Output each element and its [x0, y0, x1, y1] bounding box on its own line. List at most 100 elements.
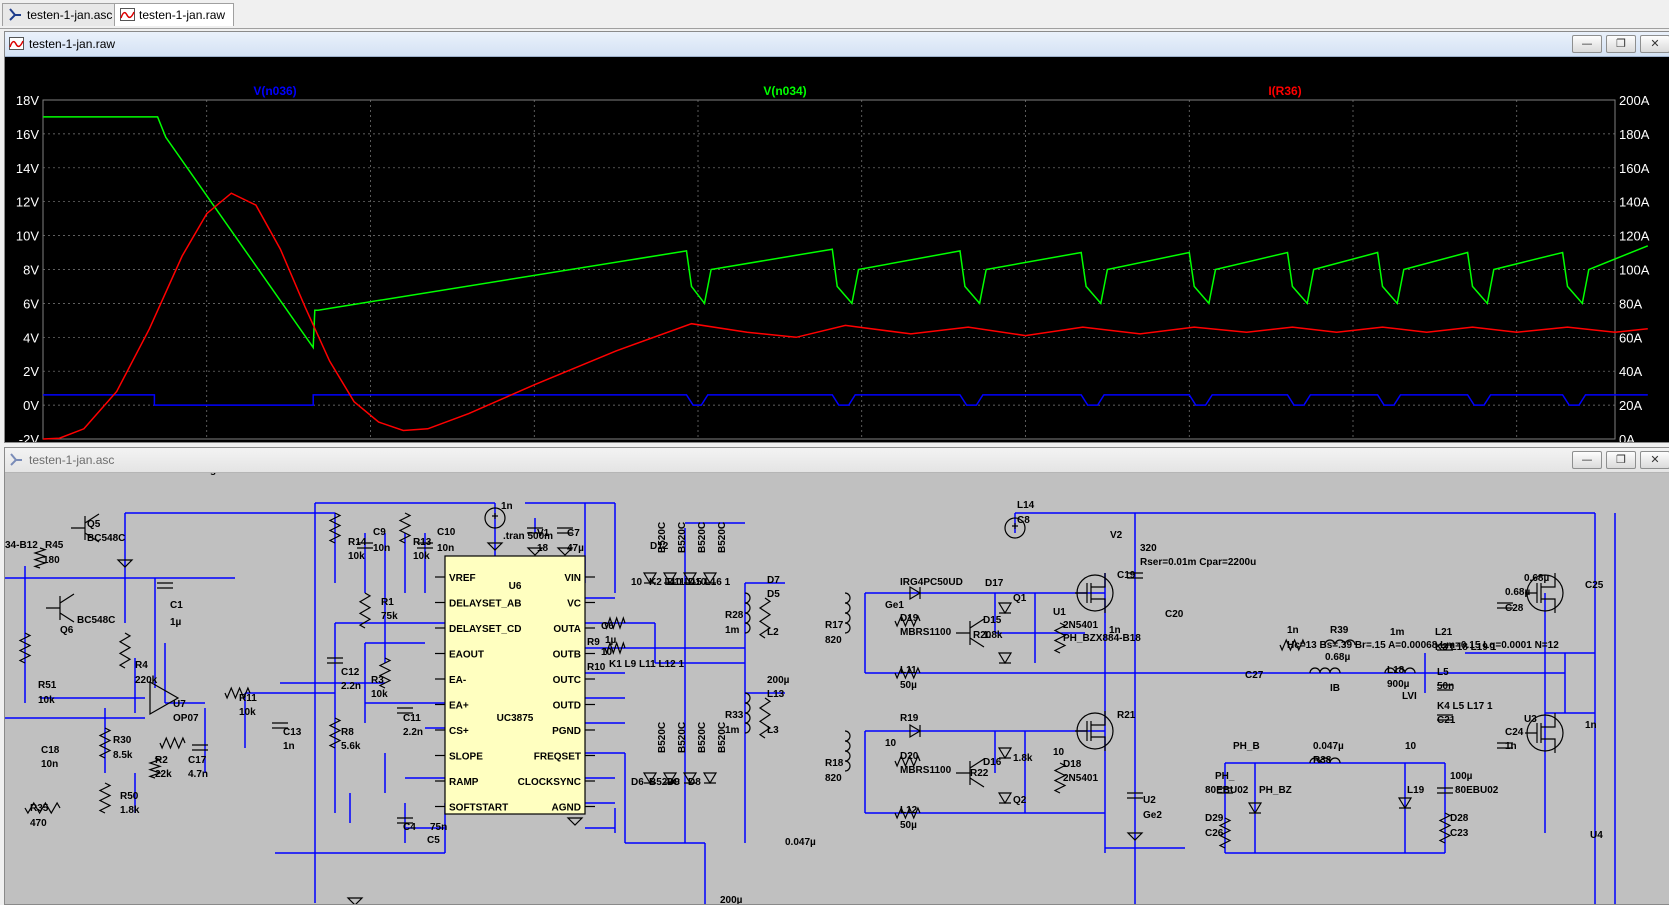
igbt-gate	[1525, 573, 1556, 613]
close-button[interactable]: ✕	[1640, 35, 1669, 53]
minimize-button[interactable]: —	[1572, 451, 1602, 469]
resistor[interactable]	[1053, 622, 1067, 654]
diode[interactable]	[662, 772, 678, 785]
trace-v-n034-[interactable]	[43, 116, 1649, 350]
resistor[interactable]	[378, 657, 392, 689]
resistor[interactable]	[24, 801, 61, 815]
capacitor[interactable]	[397, 817, 413, 824]
trace-label-v-n034-[interactable]: V(n034)	[763, 84, 806, 98]
trace-i-r36-[interactable]	[42, 192, 1648, 440]
minimize-button[interactable]: —	[1572, 35, 1602, 53]
inductor[interactable]	[844, 730, 851, 772]
diode[interactable]	[997, 602, 1013, 615]
diode[interactable]	[1247, 802, 1263, 815]
close-button[interactable]: ✕	[1640, 451, 1669, 469]
resistor[interactable]	[148, 757, 162, 779]
resistor[interactable]	[604, 641, 626, 655]
resistor[interactable]	[33, 547, 47, 569]
diode[interactable]	[909, 723, 922, 739]
resistor[interactable]	[224, 686, 251, 700]
tab-waveform[interactable]: testen-1-jan.raw	[114, 3, 235, 26]
capacitor[interactable]	[192, 744, 208, 751]
capacitor[interactable]	[1127, 572, 1143, 579]
opamp[interactable]	[149, 680, 180, 716]
inductor[interactable]	[744, 692, 751, 734]
inductor[interactable]	[1324, 639, 1356, 646]
diode[interactable]	[642, 572, 658, 585]
diode[interactable]	[662, 572, 678, 585]
capacitor[interactable]	[1127, 792, 1143, 799]
waveform-titlebar[interactable]: testen-1-jan.raw — ❐ ✕	[5, 32, 1669, 57]
diode[interactable]	[997, 652, 1013, 665]
resistor[interactable]	[328, 717, 342, 749]
capacitor[interactable]	[1437, 714, 1453, 721]
resistor[interactable]	[1053, 762, 1067, 794]
diode[interactable]	[909, 585, 922, 601]
diode[interactable]	[702, 772, 718, 785]
voltage-source[interactable]	[484, 507, 506, 529]
inductor[interactable]	[844, 592, 851, 634]
resistor[interactable]	[98, 782, 112, 814]
resistor[interactable]	[98, 727, 112, 759]
capacitor[interactable]	[397, 707, 413, 714]
capacitor[interactable]	[1497, 742, 1513, 749]
capacitor[interactable]	[417, 542, 433, 549]
diode[interactable]	[682, 772, 698, 785]
resistor[interactable]	[358, 592, 372, 629]
capacitor[interactable]	[1437, 684, 1453, 691]
diode[interactable]	[682, 572, 698, 585]
inductor[interactable]	[1309, 667, 1341, 674]
resistor[interactable]	[758, 697, 772, 739]
inductor[interactable]	[1384, 667, 1416, 674]
resistor[interactable]	[1218, 817, 1232, 849]
resistor[interactable]	[1438, 812, 1452, 844]
restore-button[interactable]: ❐	[1606, 35, 1636, 53]
resistor[interactable]	[894, 806, 921, 820]
resistor[interactable]	[894, 614, 921, 628]
trace-v-n036-[interactable]	[43, 394, 1648, 406]
capacitor[interactable]	[327, 657, 343, 664]
resistor[interactable]	[118, 632, 132, 669]
capacitor[interactable]	[527, 527, 543, 534]
diode[interactable]	[1397, 797, 1413, 810]
voltage-source[interactable]	[1004, 517, 1026, 539]
transistor[interactable]	[46, 593, 75, 623]
diode[interactable]	[642, 772, 658, 785]
schematic-titlebar[interactable]: testen-1-jan.asc — ❐ ✕	[5, 448, 1669, 473]
trace-label-i-r36-[interactable]: I(R36)	[1268, 84, 1301, 98]
diode[interactable]	[997, 747, 1013, 760]
resistor[interactable]	[398, 512, 412, 544]
resistor[interactable]	[18, 632, 32, 664]
capacitor[interactable]	[1437, 644, 1453, 651]
transistor[interactable]	[956, 618, 985, 648]
inductor[interactable]	[744, 592, 751, 634]
uc3875-ic[interactable]	[444, 555, 586, 815]
resistor[interactable]	[894, 754, 921, 768]
resistor[interactable]	[328, 512, 342, 544]
capacitor[interactable]	[157, 582, 173, 589]
restore-button[interactable]: ❐	[1606, 451, 1636, 469]
transistor[interactable]	[956, 758, 985, 788]
capacitor[interactable]	[357, 542, 373, 549]
schematic-drawing[interactable]: VREFDELAYSET_ABDELAYSET_CDEAOUTEA-EA+CS+…	[5, 473, 1669, 904]
trace-label-v-n036-[interactable]: V(n036)	[253, 84, 296, 98]
diode[interactable]	[702, 572, 718, 585]
resistor[interactable]	[604, 616, 626, 630]
capacitor[interactable]	[1437, 787, 1453, 794]
capacitor[interactable]	[1217, 787, 1233, 794]
resistor[interactable]	[159, 736, 186, 750]
capacitor[interactable]	[272, 722, 288, 729]
resistor[interactable]	[1279, 638, 1306, 652]
capacitor[interactable]	[1497, 602, 1513, 609]
schematic-window-controls: — ❐ ✕	[1568, 451, 1669, 469]
capacitor[interactable]	[557, 527, 573, 534]
resistor[interactable]	[758, 597, 772, 639]
inductor[interactable]	[1309, 757, 1341, 764]
tab-schematic[interactable]: testen-1-jan.asc	[2, 3, 122, 26]
waveform-chart[interactable]: 18V16V14V12V10V8V6V4V2V0V-2V200A180A160A…	[5, 57, 1669, 460]
diode[interactable]	[997, 792, 1013, 805]
transistor[interactable]	[71, 513, 100, 543]
resistor[interactable]	[894, 666, 921, 680]
